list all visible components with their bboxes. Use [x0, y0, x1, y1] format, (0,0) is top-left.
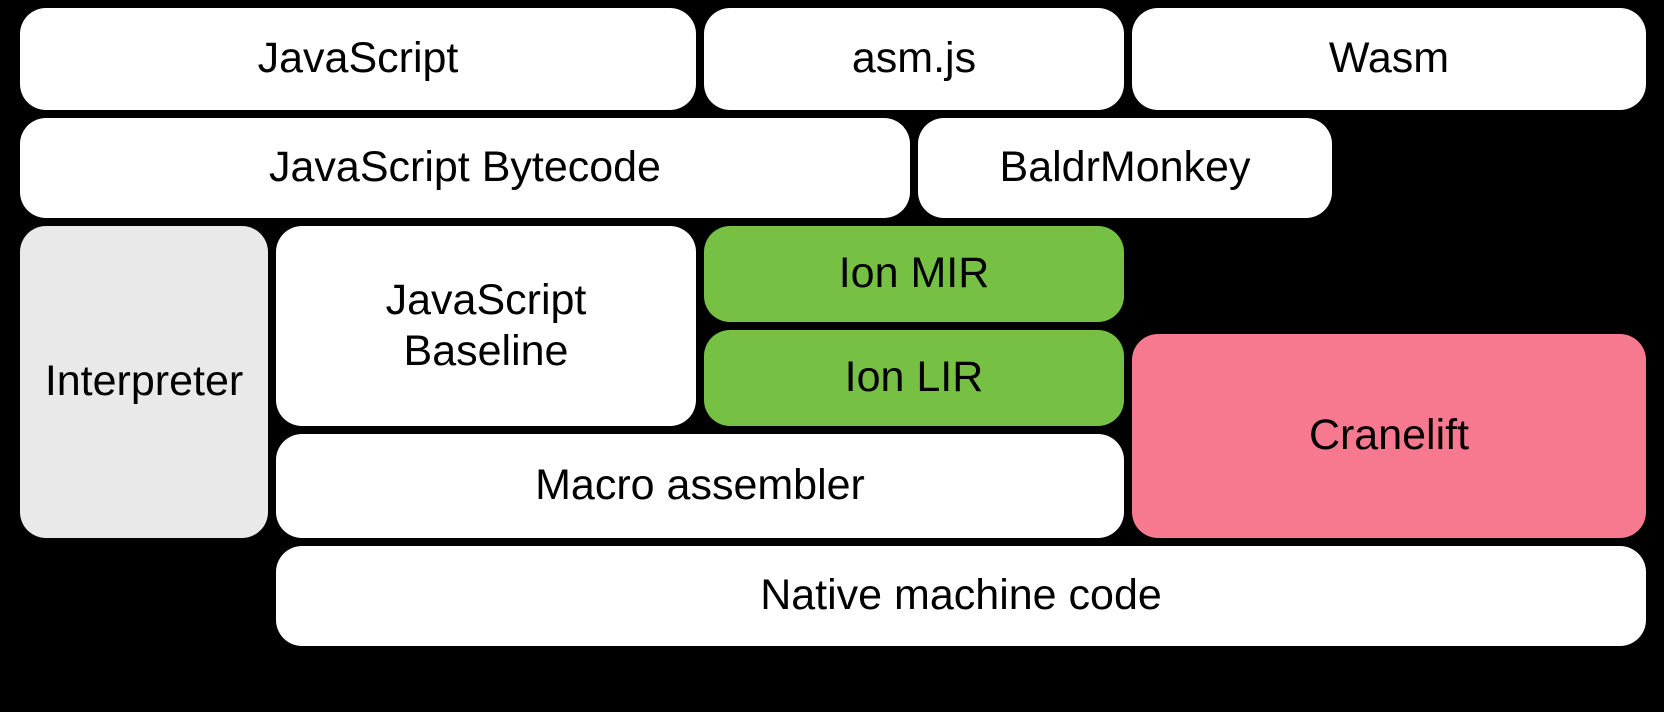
node-interpreter: Interpreter	[20, 226, 268, 538]
node-ion-mir: Ion MIR	[704, 226, 1124, 322]
node-macro-assembler: Macro assembler	[276, 434, 1124, 538]
node-javascript: JavaScript	[20, 8, 696, 110]
node-baldrmonkey: BaldrMonkey	[918, 118, 1332, 218]
node-javascript-baseline: JavaScript Baseline	[276, 226, 696, 426]
node-native-machine-code: Native machine code	[276, 546, 1646, 646]
node-cranelift: Cranelift	[1132, 334, 1646, 538]
node-asm-js: asm.js	[704, 8, 1124, 110]
node-wasm: Wasm	[1132, 8, 1646, 110]
node-javascript-bytecode: JavaScript Bytecode	[20, 118, 910, 218]
node-ion-lir: Ion LIR	[704, 330, 1124, 426]
